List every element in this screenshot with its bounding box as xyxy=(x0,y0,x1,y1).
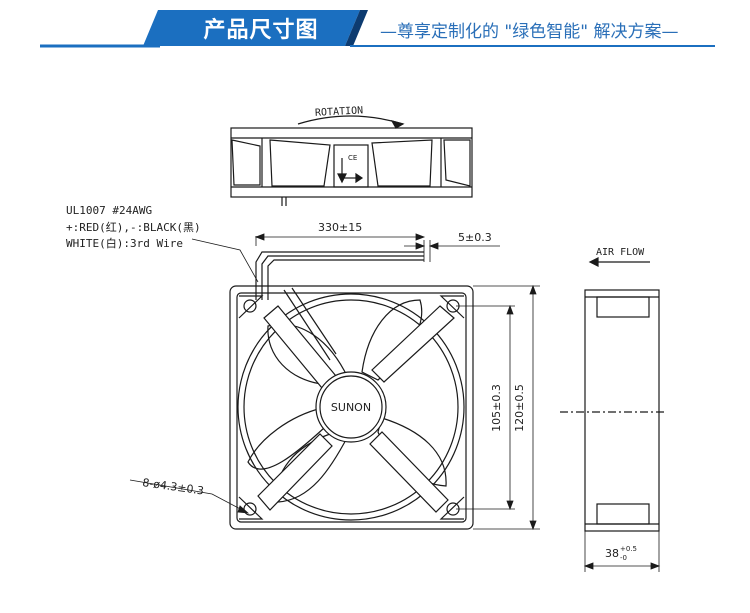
corner-gusset xyxy=(238,496,264,520)
lead-wire-1 xyxy=(255,251,424,300)
fan-venturi-inner xyxy=(243,299,459,515)
frame-size-dim: 120±0.5 xyxy=(513,384,526,432)
lead-wire-channel xyxy=(291,287,337,355)
dim-arrowhead xyxy=(506,500,514,511)
fan-blade xyxy=(267,323,349,385)
fan-frame-inner xyxy=(236,292,467,523)
banner-background xyxy=(40,10,715,48)
dim-arrowhead xyxy=(237,505,250,514)
top-view-blade xyxy=(231,139,261,186)
title-tab-background xyxy=(143,10,360,46)
dim-arrowhead xyxy=(529,284,537,295)
top-view-label-area xyxy=(333,144,369,188)
corner-gusset xyxy=(439,295,465,319)
fan-blade xyxy=(247,407,325,470)
top-view-blade xyxy=(371,139,433,187)
top-view-blade xyxy=(443,139,471,187)
fan-frame-outer xyxy=(229,285,474,530)
fan-hub-inner xyxy=(319,375,383,439)
lead-wire-channel xyxy=(283,289,331,361)
wire-spec-line-2: +:RED(红),-:BLACK(黑) xyxy=(66,221,201,234)
fan-strut xyxy=(263,305,337,389)
fan-strut xyxy=(369,431,449,513)
dim-arrowhead xyxy=(650,562,661,570)
lead-wire-3 xyxy=(267,259,424,300)
fan-venturi-ring xyxy=(237,293,465,521)
title-tab-accent xyxy=(345,10,368,46)
dim-arrowhead xyxy=(254,233,265,241)
strip-length-dim: 5±0.3 xyxy=(458,231,492,244)
page-slogan: —尊享定制化的 "绿色智能" 解决方案— xyxy=(380,22,679,42)
mount-hole-bottom-left xyxy=(243,502,257,516)
wire-spec-leader xyxy=(191,238,259,283)
mount-hole-leader xyxy=(129,479,247,513)
hole-spacing-dim: 105±0.3 xyxy=(490,384,503,432)
dim-arrowhead xyxy=(428,242,439,250)
fan-strut xyxy=(257,433,333,511)
page-title: 产品尺寸图 xyxy=(203,18,319,43)
lead-wire-2 xyxy=(261,255,424,300)
fan-strut xyxy=(371,305,455,383)
side-view-frame xyxy=(584,289,660,532)
fan-top-view xyxy=(230,115,473,206)
rotation-label: ROTATION xyxy=(315,105,364,119)
dim-arrowhead xyxy=(529,520,537,531)
air-flow-arrowhead xyxy=(588,257,599,267)
mount-hole-top-left xyxy=(243,299,257,313)
top-view-blade xyxy=(269,139,331,187)
mount-holes-dim: 8-ø4.3±0.3 xyxy=(142,476,205,497)
air-flow-label: AIR FLOW xyxy=(596,247,645,258)
side-view-flange-top xyxy=(596,296,650,318)
dimension-lines xyxy=(129,233,661,572)
fan-front-view xyxy=(229,251,474,530)
lead-length-dim: 330±15 xyxy=(318,221,362,234)
fan-side-view xyxy=(560,257,665,532)
brand-label: SUNON xyxy=(331,401,371,414)
dim-arrowhead xyxy=(415,242,426,250)
rotation-arrowhead xyxy=(390,120,405,129)
wire-spec-line-3: WHITE(白):3rd Wire xyxy=(66,236,183,250)
corner-gusset xyxy=(238,295,264,319)
rotation-arrow-head xyxy=(355,172,364,184)
dim-arrowhead xyxy=(506,304,514,315)
dim-arrowhead xyxy=(583,562,594,570)
rotation-arc xyxy=(297,115,404,125)
side-view-flange-bottom xyxy=(596,503,650,525)
dim-arrowhead xyxy=(415,233,426,241)
corner-gusset xyxy=(439,496,465,520)
fan-hub xyxy=(315,371,387,443)
wire-spec-line-1: UL1007 #24AWG xyxy=(66,204,152,217)
top-view-frame xyxy=(230,127,473,198)
depth-tol-upper: +0.5 xyxy=(620,545,637,553)
ce-mark: CE xyxy=(348,154,357,162)
depth-tol-lower: -0 xyxy=(620,554,627,562)
header-banner: 产品尺寸图 —尊享定制化的 "绿色智能" 解决方案— xyxy=(0,0,750,56)
depth-dim: 38 xyxy=(605,547,619,560)
